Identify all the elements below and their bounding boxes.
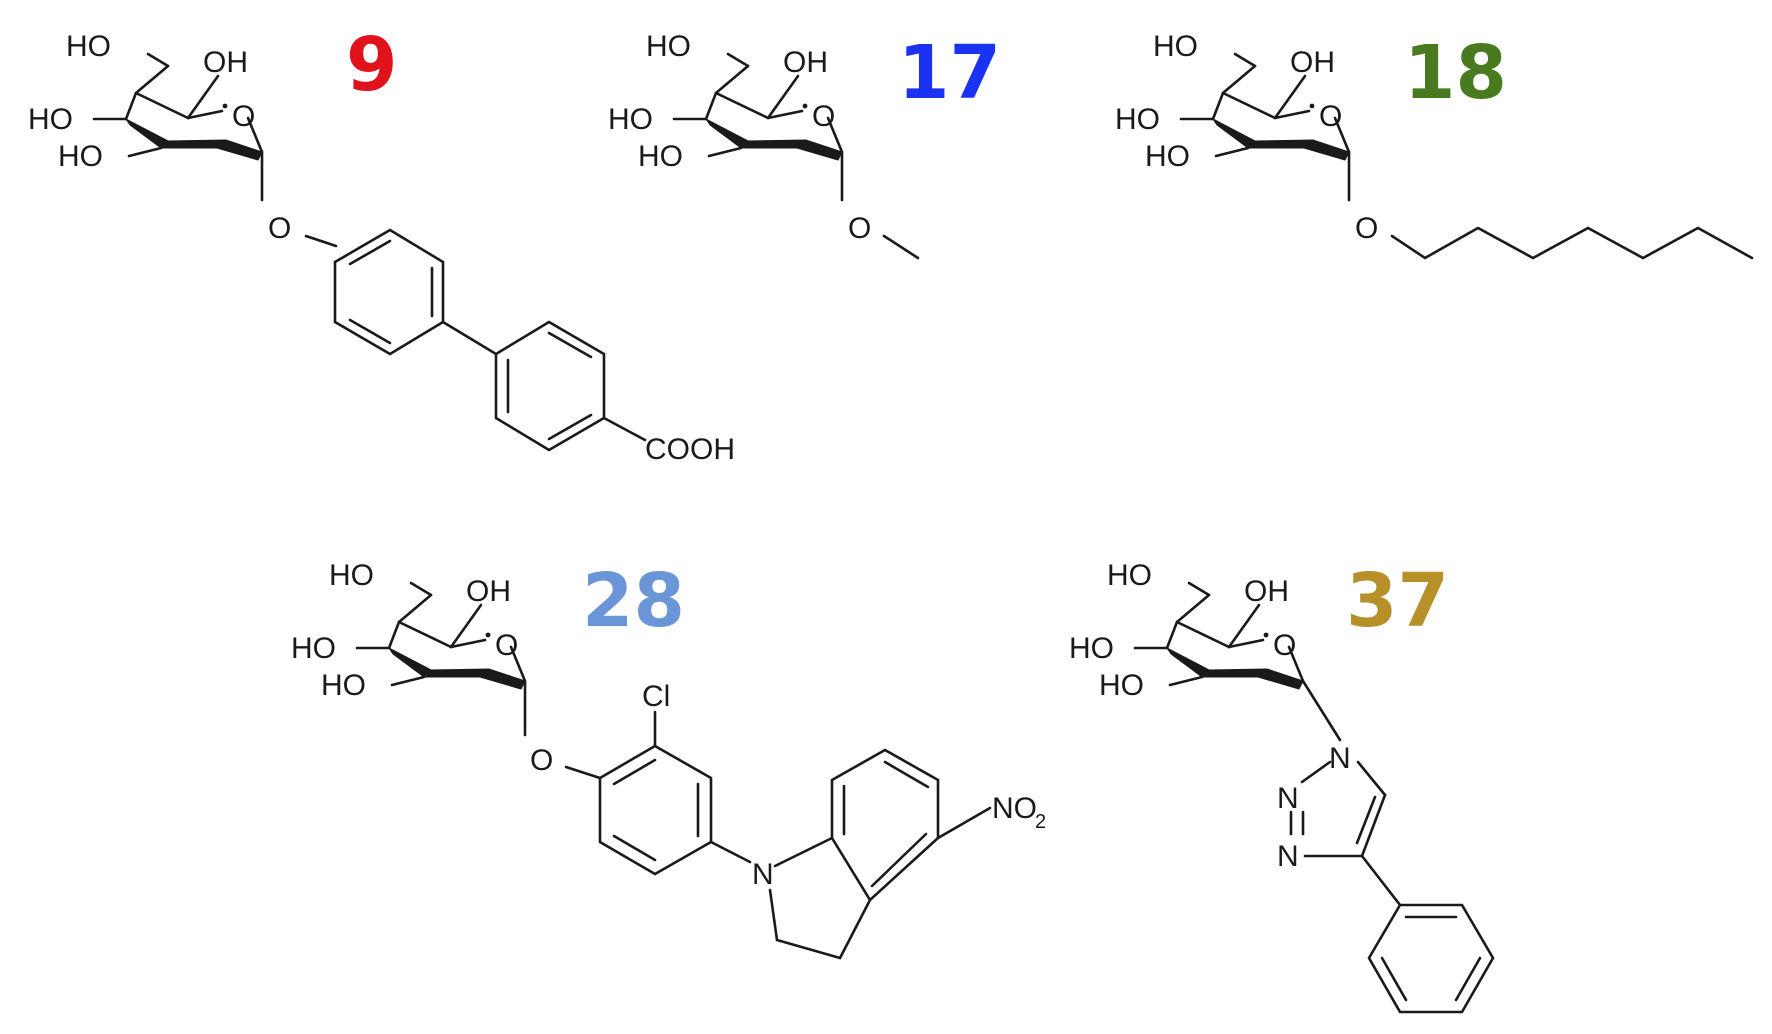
- ring-oxygen-label: O: [1273, 629, 1296, 662]
- atom-label-oh: OH: [203, 46, 248, 79]
- bond: [124, 91, 138, 121]
- ring-oxygen-label: O: [1319, 100, 1342, 133]
- compound-number-9: 9: [346, 22, 398, 108]
- mannose-ring: HO OH HO HO O: [1115, 30, 1351, 202]
- ring-oxygen-label: O: [495, 629, 518, 662]
- bond-dot: [222, 103, 228, 109]
- wedge-bond: [1201, 668, 1268, 678]
- wedge-bond: [479, 668, 526, 690]
- wedge-bond: [796, 139, 843, 161]
- bond: [602, 416, 647, 442]
- atom-label-ho: HO: [1099, 669, 1144, 702]
- heptyl-chain: [1390, 226, 1754, 260]
- chlorine-label: Cl: [642, 680, 670, 713]
- wedge-bond: [1257, 668, 1304, 690]
- bond: [1360, 854, 1402, 907]
- compound-37: 37 HO OH HO HO O N N N: [1069, 558, 1495, 1014]
- atom-label-ho: HO: [58, 140, 103, 173]
- wedge-bond: [1166, 647, 1210, 678]
- bond: [936, 806, 992, 840]
- compound-number-28: 28: [582, 558, 685, 644]
- methyl-bond: [882, 234, 920, 260]
- wedge-bond: [1303, 139, 1350, 161]
- mannose-ring: HO OH HO HO O: [608, 30, 844, 202]
- nitrogen-label: N: [752, 858, 774, 891]
- wedge-bond: [160, 139, 227, 149]
- bond: [186, 74, 220, 120]
- atom-label-ho: HO: [638, 140, 683, 173]
- atom-label-ho: HO: [608, 103, 653, 136]
- benzene-ring: [494, 320, 606, 452]
- wedge-bond: [1247, 139, 1314, 149]
- bond: [304, 234, 338, 248]
- wedge-bond: [423, 668, 490, 678]
- bond: [127, 146, 163, 158]
- compound-number-37: 37: [1346, 558, 1449, 644]
- wedge-bond: [705, 118, 749, 149]
- atom-label-ho: HO: [1145, 140, 1190, 173]
- atom-label-ho: HO: [28, 103, 73, 136]
- bond: [146, 52, 170, 68]
- atom-label-o: O: [268, 212, 291, 245]
- atom-label-o: O: [1355, 212, 1378, 245]
- atom-label-ho: HO: [291, 632, 336, 665]
- atom-label-ho: HO: [646, 30, 691, 63]
- benzene-ring: [333, 228, 445, 356]
- compound-17: 17 HO OH HO HO O O: [608, 30, 1001, 260]
- nitrogen-label: N: [1277, 840, 1299, 873]
- carboxylic-acid-label: COOH: [645, 433, 735, 466]
- ring-oxygen-label: O: [812, 100, 835, 133]
- nitrogen-label: N: [1329, 742, 1351, 775]
- bond: [709, 840, 752, 864]
- atom-label-oh: OH: [466, 575, 511, 608]
- compound-number-18: 18: [1404, 30, 1507, 116]
- atom-label-oh: OH: [1244, 575, 1289, 608]
- bond: [134, 64, 170, 95]
- atom-label-o: O: [530, 744, 553, 777]
- wedge-bond: [125, 118, 169, 149]
- mannose-ring: HO OH HO HO O: [291, 559, 527, 737]
- compound-28: 28 HO OH HO HO O O: [291, 558, 1046, 960]
- wedge-bond: [740, 139, 807, 149]
- bond: [246, 116, 264, 154]
- nitrogen-label: N: [1277, 782, 1299, 815]
- bond: [186, 109, 224, 120]
- atom-label-ho: HO: [329, 559, 374, 592]
- atom-label-oh: OH: [1290, 46, 1335, 79]
- atom-label-ho: HO: [1153, 30, 1198, 63]
- atom-label-ho: HO: [321, 669, 366, 702]
- atom-label-ho: HO: [1115, 103, 1160, 136]
- wedge-bond: [388, 647, 432, 678]
- nitro-group-label: NO: [992, 792, 1037, 825]
- bond: [564, 765, 602, 780]
- triazole-ring: N N N: [1277, 742, 1387, 873]
- atom-label-oh: OH: [783, 46, 828, 79]
- compound-number-17: 17: [898, 30, 1001, 116]
- bond: [134, 91, 190, 120]
- wedge-bond: [216, 139, 263, 161]
- chlorophenyl-ring: [598, 744, 713, 876]
- wedge-bond: [1212, 118, 1256, 149]
- indoline-ring: [768, 748, 940, 960]
- biaryl-bond: [441, 320, 498, 356]
- nitro-subscript: 2: [1035, 811, 1046, 833]
- atom-label-ho: HO: [66, 30, 111, 63]
- compound-18: 18 HO OH HO HO O O: [1115, 30, 1754, 260]
- ring-oxygen-label: O: [232, 100, 255, 133]
- atom-label-ho: HO: [1069, 632, 1114, 665]
- mannose-ring: HO OH HO HO O: [1069, 559, 1342, 742]
- phenyl-ring: [1367, 903, 1495, 1014]
- atom-label-o: O: [848, 212, 871, 245]
- compound-9: 9 HO OH HO HO O O: [28, 22, 735, 466]
- mannose-ring: HO OH HO HO O: [28, 30, 264, 202]
- atom-label-ho: HO: [1107, 559, 1152, 592]
